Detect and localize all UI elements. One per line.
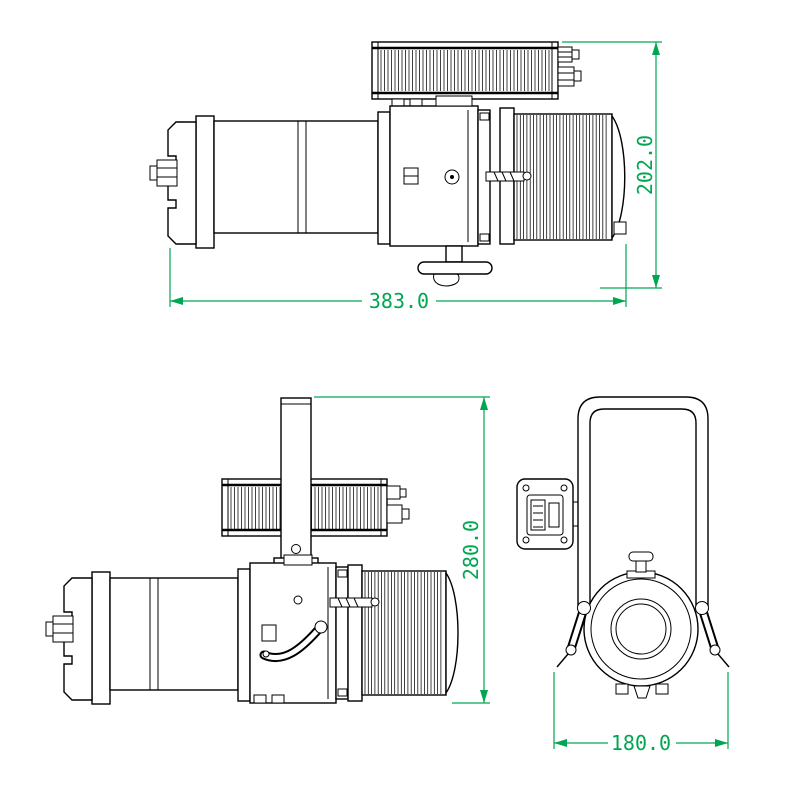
driver-box-fins (380, 50, 550, 91)
front-flange (237, 568, 251, 702)
bezel-inner (590, 578, 692, 680)
heatsink-fins (516, 115, 607, 239)
clamp-bolt (565, 644, 577, 656)
arrowhead (554, 739, 567, 747)
pin-block (530, 499, 546, 531)
lens-tube (109, 577, 239, 691)
arrowhead (652, 42, 660, 55)
gate-housing (389, 95, 479, 247)
lens-tube (213, 120, 379, 234)
driver-box (371, 41, 582, 113)
focus-rod (329, 597, 380, 608)
yoke-arm (273, 397, 319, 569)
dimension-label: 180.0 (611, 731, 671, 755)
dmx-connector-pin (401, 508, 410, 520)
driver-box (221, 478, 410, 537)
shutter-lever (259, 620, 328, 663)
front-view: 180.0 (516, 396, 730, 755)
side-view-top: 202.0 383.0 (149, 41, 662, 313)
screw (522, 536, 530, 544)
pivot-bolt (695, 601, 709, 615)
side-view-bottom: 280.0 (45, 396, 490, 705)
right-clamp (695, 601, 730, 668)
dimension-label: 383.0 (369, 289, 429, 313)
clamp-handle (556, 653, 569, 668)
clamp-bolt (709, 644, 721, 656)
dmx-connector (386, 504, 403, 524)
dimension-width-383: 383.0 (169, 244, 627, 313)
foot (253, 694, 267, 704)
foot (271, 694, 285, 704)
bottom-tabs (615, 683, 669, 699)
rear-dome (445, 570, 459, 696)
screw (522, 484, 530, 492)
arrowhead (652, 275, 660, 288)
arrowhead (480, 397, 488, 410)
lens-outer (610, 598, 672, 660)
screw (560, 484, 568, 492)
yoke-cap (435, 95, 473, 107)
bottom-handle (417, 245, 493, 287)
rear-flange (335, 566, 349, 700)
dimension-label: 202.0 (633, 135, 657, 195)
tilt-lock-hole (291, 544, 301, 554)
rear-knob (613, 221, 627, 235)
front-flange (377, 111, 391, 245)
gobo-holder-clamp (149, 115, 215, 249)
clamp-handle (717, 653, 730, 668)
arrowhead (613, 297, 626, 305)
arrowhead (480, 690, 488, 703)
screw (560, 536, 568, 544)
dimension-width-180: 180.0 (553, 672, 729, 755)
dmx-connector (557, 66, 582, 87)
focus-rod (485, 171, 532, 182)
power-connector (386, 485, 401, 500)
yoke-cap (283, 554, 313, 566)
heatsink (347, 564, 459, 702)
connector-box (516, 478, 578, 550)
bezel-outer (583, 571, 699, 687)
dimension-height-202: 202.0 (562, 41, 662, 289)
lens-face (583, 571, 699, 687)
dimension-label: 280.0 (459, 520, 483, 580)
heatsink-fins (364, 572, 442, 694)
arrowhead (715, 739, 728, 747)
power-connector (557, 46, 580, 63)
lens-inner (615, 603, 667, 655)
power-connector-pin (399, 488, 407, 498)
arrowhead (170, 297, 183, 305)
left-clamp (556, 601, 591, 668)
pivot-bolt (577, 601, 591, 615)
dimension-height-280: 280.0 (314, 396, 490, 704)
top-knob (626, 551, 656, 579)
